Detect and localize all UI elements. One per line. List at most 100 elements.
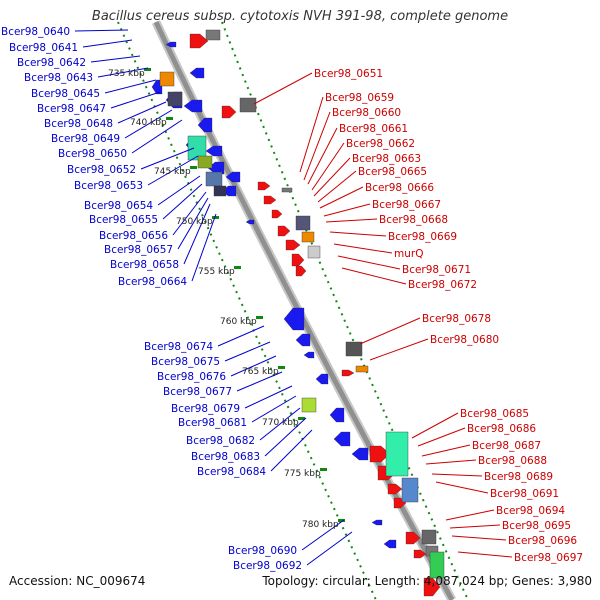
forward-leader-line <box>359 317 421 345</box>
leader-layer <box>74 29 513 566</box>
kbp-tick-label: 770 kbp <box>262 418 299 428</box>
forward-leader-line <box>411 412 459 439</box>
forward-gene-label: Bcer98_0651 <box>314 68 383 80</box>
forward-leader-line <box>313 157 351 197</box>
reverse-leader-line <box>244 385 293 409</box>
forward-leader-line <box>329 231 387 237</box>
reverse-leader-line <box>264 417 307 457</box>
forward-gene <box>413 549 427 559</box>
reverse-leader-line <box>117 101 167 124</box>
reverse-leader-line <box>183 203 211 265</box>
forward-gene-label: Bcer98_0687 <box>472 440 541 452</box>
reverse-gene-label: Bcer98_0640 <box>1 26 70 38</box>
reverse-gene <box>245 219 255 225</box>
reverse-leader-line <box>306 531 353 566</box>
forward-leader-line <box>445 509 495 521</box>
outer-tick-track <box>221 21 469 600</box>
accession-text: Accession: NC_009674 <box>9 574 146 588</box>
reverse-gene <box>295 333 311 347</box>
inner-tick-track <box>117 21 377 600</box>
reverse-leader-line <box>82 39 133 48</box>
reverse-gene <box>197 117 213 133</box>
forward-gene-label: Bcer98_0660 <box>332 107 401 119</box>
reverse-leader-line <box>110 91 161 109</box>
forward-gene-label: Bcer98_0691 <box>490 488 559 500</box>
forward-leader-line <box>451 535 507 541</box>
forward-gene <box>263 195 277 205</box>
kbp-tick-mark <box>234 266 241 269</box>
reverse-gene <box>283 307 305 331</box>
forward-gene <box>277 225 291 237</box>
forward-gene-label: Bcer98_0696 <box>508 535 577 547</box>
reverse-gene-label: Bcer98_0653 <box>74 180 143 192</box>
kbp-tick-mark <box>166 117 173 120</box>
gene-block <box>281 187 293 193</box>
forward-gene-label: Bcer98_0662 <box>346 138 415 150</box>
forward-leader-line <box>457 551 513 558</box>
kbp-tick-label: 755 kbp <box>198 267 235 277</box>
forward-gene <box>271 209 283 219</box>
gene-block <box>345 341 363 357</box>
kbp-tick-label: 765 kbp <box>242 367 279 377</box>
forward-gene-label: Bcer98_0671 <box>402 264 471 276</box>
reverse-leader-line <box>177 197 209 250</box>
reverse-leader-line <box>131 119 183 154</box>
forward-gene-label: Bcer98_0694 <box>496 505 565 517</box>
kbp-tick-label: 750 kbp <box>176 217 213 227</box>
reverse-leader-line <box>230 355 277 377</box>
forward-gene <box>285 239 301 251</box>
forward-leader-line <box>303 111 331 181</box>
reverse-gene <box>371 519 383 526</box>
kbp-tick-label: 740 kbp <box>130 118 167 128</box>
forward-gene <box>257 181 271 191</box>
kbp-tick-label: 745 kbp <box>154 167 191 177</box>
gene-block <box>301 397 317 413</box>
forward-gene <box>369 445 391 463</box>
forward-leader-line <box>337 255 401 270</box>
reverse-gene-label: Bcer98_0684 <box>197 466 266 478</box>
kbp-tick-mark <box>144 68 151 71</box>
forward-gene-label: Bcer98_0688 <box>478 455 547 467</box>
reverse-leader-line <box>124 109 173 139</box>
forward-gene-label: Bcer98_0685 <box>460 408 529 420</box>
forward-leader-line <box>323 203 371 217</box>
forward-gene-label: Bcer98_0680 <box>430 334 499 346</box>
forward-leader-line <box>431 473 483 477</box>
forward-leader-line <box>417 427 466 447</box>
forward-gene-label: Bcer98_0659 <box>325 92 394 104</box>
kbp-tick-mark <box>320 468 327 471</box>
genome-summary: Topology: circular; Length: 4,087,024 bp… <box>262 574 592 588</box>
reverse-gene-label: Bcer98_0676 <box>157 371 226 383</box>
gene-block <box>307 245 321 259</box>
kbp-tick-label: 780 kbp <box>302 520 339 530</box>
gene-block <box>295 215 311 231</box>
reverse-gene-label: Bcer98_0692 <box>233 560 302 572</box>
reverse-gene-label: Bcer98_0657 <box>104 244 173 256</box>
kbp-tick-mark <box>212 216 219 219</box>
gene-block <box>355 365 369 373</box>
kbp-tick-mark <box>298 417 305 420</box>
reverse-gene-label: Bcer98_0690 <box>228 545 297 557</box>
forward-gene-label: Bcer98_0678 <box>422 313 491 325</box>
forward-gene-label: murQ <box>394 248 423 260</box>
gene-block <box>239 97 257 113</box>
forward-gene <box>189 33 209 49</box>
reverse-leader-line <box>104 79 157 94</box>
forward-gene-label: Bcer98_0695 <box>502 520 571 532</box>
reverse-gene-label: Bcer98_0677 <box>163 386 232 398</box>
reverse-gene <box>151 79 163 95</box>
forward-gene-label: Bcer98_0661 <box>339 123 408 135</box>
forward-gene-label: Bcer98_0686 <box>467 423 536 435</box>
forward-gene <box>405 531 421 545</box>
forward-gene-label: Bcer98_0669 <box>388 231 457 243</box>
forward-gene <box>387 483 403 495</box>
reverse-gene-label: Bcer98_0650 <box>58 148 127 160</box>
forward-leader-line <box>317 170 357 203</box>
kbp-tick-label: 735 kbp <box>108 69 145 79</box>
reverse-gene-label: Bcer98_0656 <box>99 230 168 242</box>
reverse-leader-line <box>224 341 271 362</box>
forward-leader-line <box>369 338 429 361</box>
reverse-gene <box>383 539 397 549</box>
